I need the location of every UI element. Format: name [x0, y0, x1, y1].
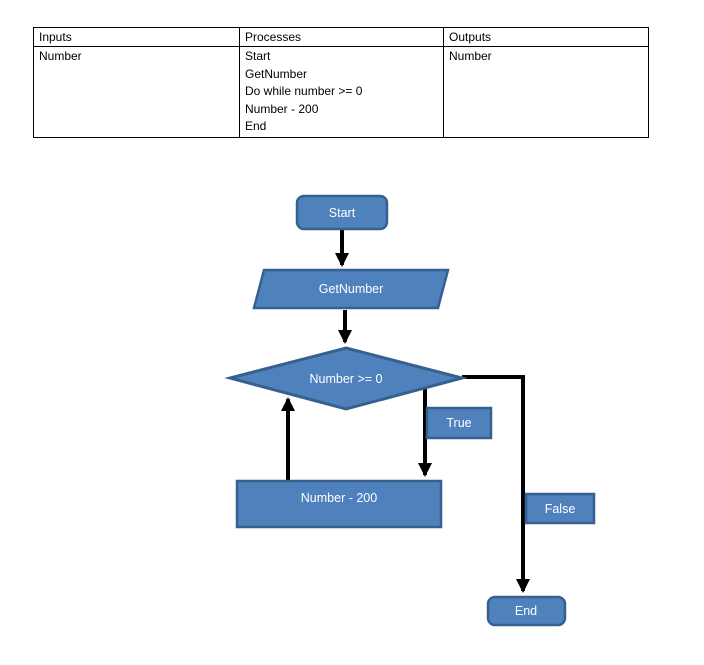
node-end: End [486, 595, 567, 627]
cell-processes: Start GetNumber Do while number >= 0 Num… [239, 46, 444, 138]
node-process: Number - 200 [235, 479, 443, 529]
node-start: Start [295, 194, 389, 231]
process-step: GetNumber [245, 66, 308, 81]
cell-inputs: Number [33, 46, 240, 138]
node-decision: Number >= 0 [224, 346, 468, 411]
table-header-row: Inputs Processes Outputs [33, 27, 649, 47]
process-label: Number - 200 [301, 491, 377, 505]
column-header-inputs: Inputs [33, 27, 240, 47]
getnumber-label: GetNumber [319, 282, 384, 296]
end-label: End [515, 604, 537, 618]
process-shape [235, 479, 443, 529]
start-label: Start [329, 206, 356, 220]
end-shape [486, 595, 567, 627]
ipo-table: Inputs Processes Outputs Number Start Ge… [33, 27, 649, 138]
process-step: Start [245, 49, 271, 63]
decision-label: Number >= 0 [310, 372, 383, 386]
process-step: Number - 200 [245, 101, 319, 116]
start-shape [295, 194, 389, 231]
process-step: Do while number >= 0 [245, 84, 363, 98]
getnumber-shape [252, 268, 450, 310]
edge-label-false: False [524, 492, 596, 525]
decision-shape [224, 346, 468, 411]
false-label-text: False [545, 502, 576, 516]
process-step: End [245, 119, 267, 133]
edge-label-true: True [425, 406, 493, 440]
node-getnumber: GetNumber [252, 268, 450, 310]
edge-decision-false-to-end [462, 375, 530, 593]
true-label-shape [425, 406, 493, 440]
cell-outputs: Number [443, 46, 649, 138]
column-header-outputs: Outputs [443, 27, 649, 47]
table-row: Number Start GetNumber Do while number >… [33, 46, 649, 138]
true-label-text: True [446, 416, 471, 430]
false-label-shape [524, 492, 596, 525]
